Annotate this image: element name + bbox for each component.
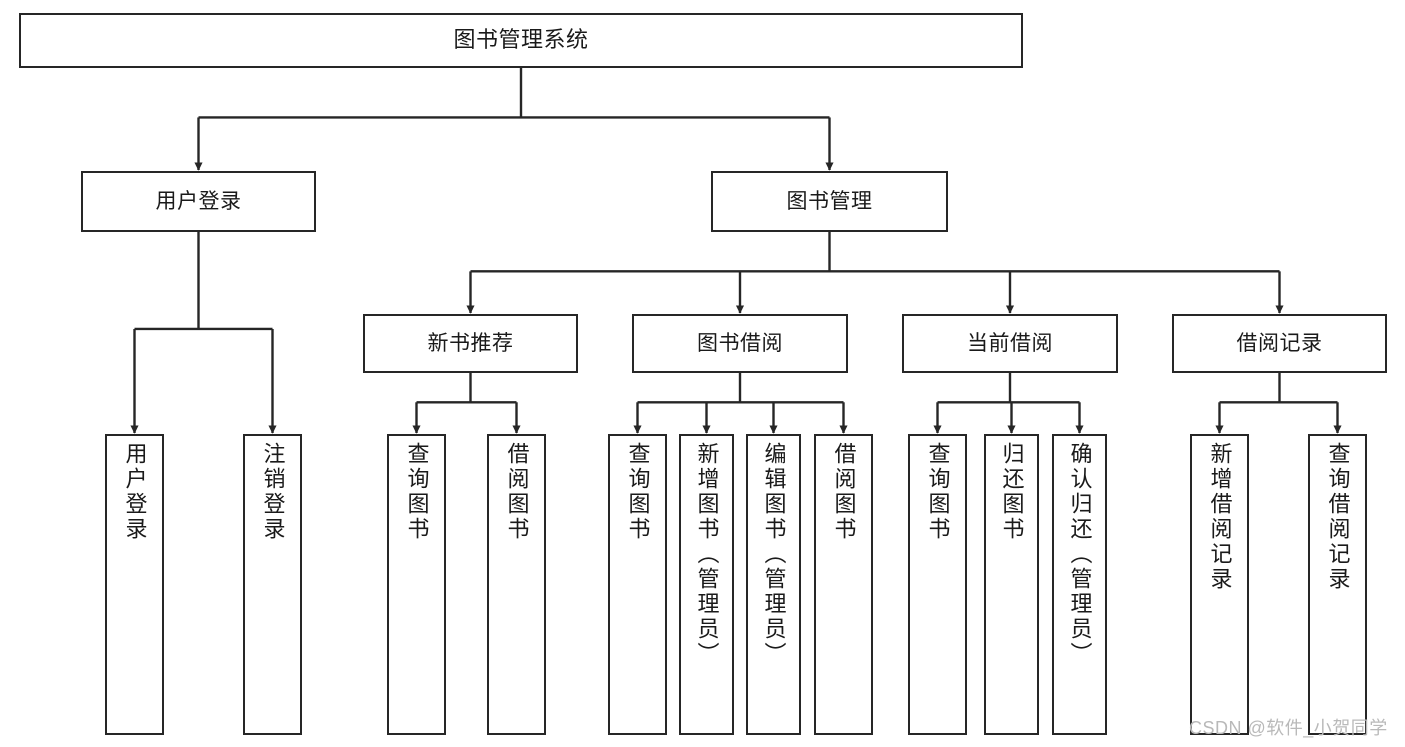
- node-label-book-borrow: 图书借阅: [697, 331, 783, 355]
- node-new-book-rec[interactable]: 新书推荐: [363, 314, 578, 373]
- node-root[interactable]: 图书管理系统: [19, 13, 1023, 68]
- node-label-leaf-rec-borrow: 借阅图书: [504, 442, 530, 542]
- node-borrow-record[interactable]: 借阅记录: [1172, 314, 1387, 373]
- node-label-leaf-bb-add: 新增图书（管理员）: [694, 442, 720, 667]
- node-label-leaf-cb-confirm: 确认归还（管理员）: [1067, 442, 1093, 667]
- node-leaf-bb-add[interactable]: 新增图书（管理员）: [679, 434, 734, 735]
- node-label-leaf-bb-borrow: 借阅图书: [831, 442, 857, 542]
- csdn-watermark: CSDN @软件_小贺同学: [1189, 718, 1388, 738]
- node-label-new-book-rec: 新书推荐: [427, 331, 514, 355]
- node-label-leaf-br-query: 查询借阅记录: [1325, 442, 1351, 592]
- node-label-current-borrow: 当前借阅: [967, 331, 1053, 355]
- node-label-user-login: 用户登录: [155, 189, 242, 213]
- node-label-borrow-record: 借阅记录: [1236, 331, 1323, 355]
- node-label-book-manage: 图书管理: [786, 189, 873, 213]
- node-leaf-user-login[interactable]: 用户登录: [105, 434, 164, 735]
- node-book-borrow[interactable]: 图书借阅: [632, 314, 848, 373]
- node-leaf-bb-borrow[interactable]: 借阅图书: [814, 434, 873, 735]
- node-leaf-bb-query[interactable]: 查询图书: [608, 434, 667, 735]
- node-user-login[interactable]: 用户登录: [81, 171, 316, 232]
- node-leaf-cb-query[interactable]: 查询图书: [908, 434, 967, 735]
- node-label-root: 图书管理系统: [453, 27, 589, 53]
- node-leaf-bb-edit[interactable]: 编辑图书（管理员）: [746, 434, 801, 735]
- node-label-leaf-bb-query: 查询图书: [625, 442, 651, 542]
- node-label-leaf-bb-edit: 编辑图书（管理员）: [761, 442, 787, 667]
- node-leaf-br-query[interactable]: 查询借阅记录: [1308, 434, 1367, 735]
- node-book-manage[interactable]: 图书管理: [711, 171, 948, 232]
- node-leaf-br-add[interactable]: 新增借阅记录: [1190, 434, 1249, 735]
- node-label-leaf-cb-return: 归还图书: [999, 442, 1025, 542]
- node-leaf-rec-query[interactable]: 查询图书: [387, 434, 446, 735]
- node-leaf-rec-borrow[interactable]: 借阅图书: [487, 434, 546, 735]
- node-leaf-cb-return[interactable]: 归还图书: [984, 434, 1039, 735]
- node-label-leaf-user-login: 用户登录: [122, 442, 148, 542]
- node-leaf-cb-confirm[interactable]: 确认归还（管理员）: [1052, 434, 1107, 735]
- node-label-leaf-br-add: 新增借阅记录: [1207, 442, 1233, 592]
- node-leaf-user-logout[interactable]: 注销登录: [243, 434, 302, 735]
- node-label-leaf-user-logout: 注销登录: [260, 442, 286, 542]
- node-label-leaf-cb-query: 查询图书: [925, 442, 951, 542]
- node-label-leaf-rec-query: 查询图书: [404, 442, 430, 542]
- node-current-borrow[interactable]: 当前借阅: [902, 314, 1118, 373]
